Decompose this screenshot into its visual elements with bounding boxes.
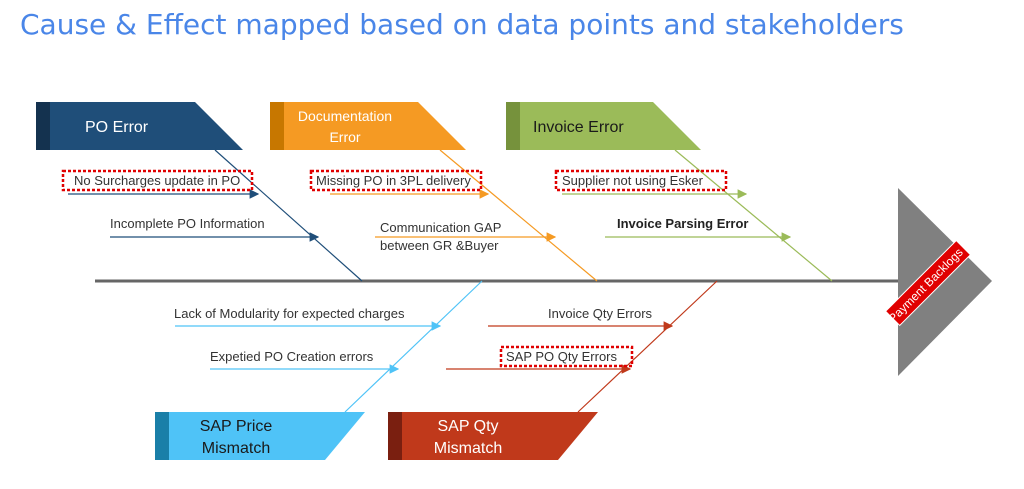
category-documentation-error: Documentation Error [270,102,466,150]
sap-price-mismatch-bone [344,280,483,413]
highlight-box [499,345,634,368]
cause-lack-of-modularity: Lack of Modularity for expected charges [174,306,405,321]
highlight-box [61,169,254,192]
cause-communication-gap: Communication GAP [380,220,501,235]
page-title: Cause & Effect mapped based on data poin… [20,8,904,41]
cause-supplier-not-esker: Supplier not using Esker [562,173,704,188]
invoice-error-label: Invoice Error [533,119,624,136]
sap-qty-mismatch-bone [577,280,718,413]
category-sap-price-mismatch: SAP Price Mismatch [155,412,365,460]
cause-invoice-parsing-error: Invoice Parsing Error [617,216,749,231]
highlight-box [554,169,728,192]
sap-qty-mismatch-label-line2: Mismatch [434,440,502,457]
cause-sap-po-qty-errors: SAP PO Qty Errors [506,349,618,364]
sap-price-mismatch-label-line2: Mismatch [202,440,270,457]
category-sap-qty-mismatch: SAP Qty Mismatch [388,412,598,460]
sap-price-mismatch-label-line1: SAP Price [200,418,273,435]
cause-no-surcharges: No Surcharges update in PO [74,173,240,188]
category-po-error: PO Error [36,102,243,150]
sap-qty-mismatch-label-line1: SAP Qty [437,418,498,435]
documentation-error-bone [439,149,598,282]
cause-incomplete-po-info: Incomplete PO Information [110,216,265,231]
documentation-error-label-line1: Documentation [298,108,392,124]
effect-head [898,188,992,376]
cause-missing-po-3pl: Missing PO in 3PL delivery [316,173,471,188]
cause-communication-gap-line2: between GR &Buyer [380,238,499,253]
po-error-label: PO Error [85,119,149,136]
documentation-error-label-line2: Error [329,129,360,145]
cause-invoice-qty-errors: Invoice Qty Errors [548,306,653,321]
cause-expetied-po-creation: Expetied PO Creation errors [210,349,374,364]
highlight-box [309,169,483,192]
category-invoice-error: Invoice Error [506,102,701,150]
